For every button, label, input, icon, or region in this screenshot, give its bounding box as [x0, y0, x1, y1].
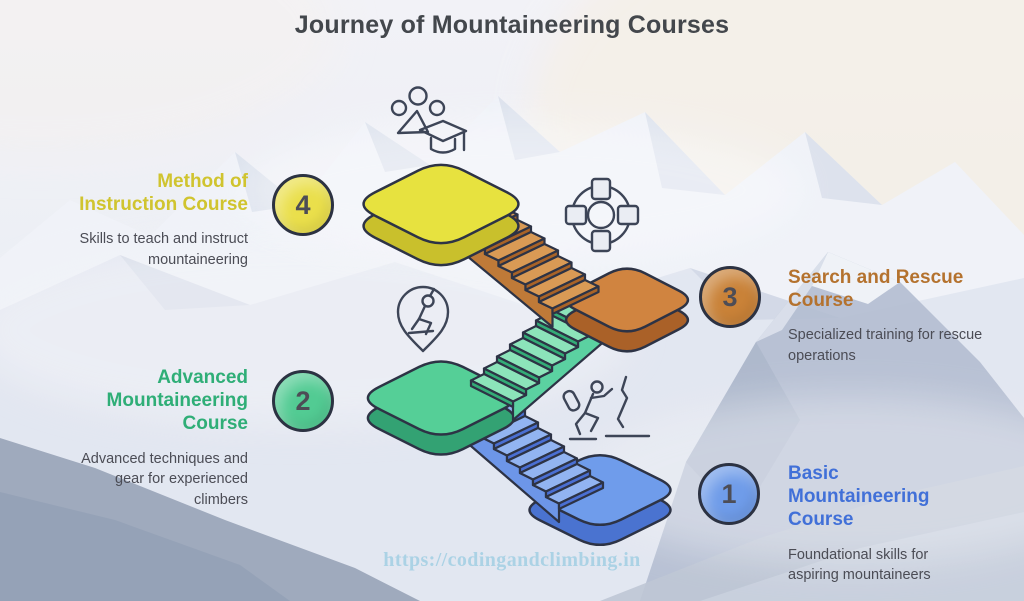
course-item-basic-mountaineering: Basic Mountaineering Course Foundational…: [788, 462, 983, 586]
step-number: 2: [295, 385, 311, 416]
page-title: Journey of Mountaineering Courses: [294, 11, 730, 39]
step-badge-4: 4: [272, 174, 334, 236]
course-description: Foundational skills for aspiring mountai…: [788, 546, 931, 584]
course-title: Advanced Mountaineering Course: [106, 367, 248, 435]
climber-pin-icon: [396, 285, 450, 353]
step-badge-1: 1: [698, 463, 760, 525]
step-number: 1: [721, 478, 737, 509]
course-description: Advanced techniques and gear for experie…: [81, 450, 248, 508]
course-description: Specialized training for rescue operatio…: [788, 327, 983, 364]
course-item-search-and-rescue: Search and Rescue Course Specialized tra…: [788, 266, 983, 367]
watermark-link[interactable]: https://codingandclimbing.in: [383, 549, 641, 571]
course-item-method-of-instruction: Method of Instruction Course Skills to t…: [63, 170, 248, 271]
course-title: Search and Rescue Course: [788, 267, 964, 312]
instructor-graduation-icon: [390, 86, 468, 154]
course-item-advanced-mountaineering: Advanced Mountaineering Course Advanced …: [63, 366, 248, 510]
lifebuoy-icon: [564, 177, 640, 253]
course-description: Skills to teach and instruct mountaineer…: [79, 231, 248, 268]
course-title: Basic Mountaineering Course: [788, 463, 930, 531]
course-title: Method of Instruction Course: [79, 171, 248, 216]
step-badge-2: 2: [272, 370, 334, 432]
step-badge-3: 3: [699, 266, 761, 328]
step-number: 4: [295, 189, 311, 220]
step-number: 3: [722, 281, 738, 312]
hiker-icon: [562, 375, 651, 441]
